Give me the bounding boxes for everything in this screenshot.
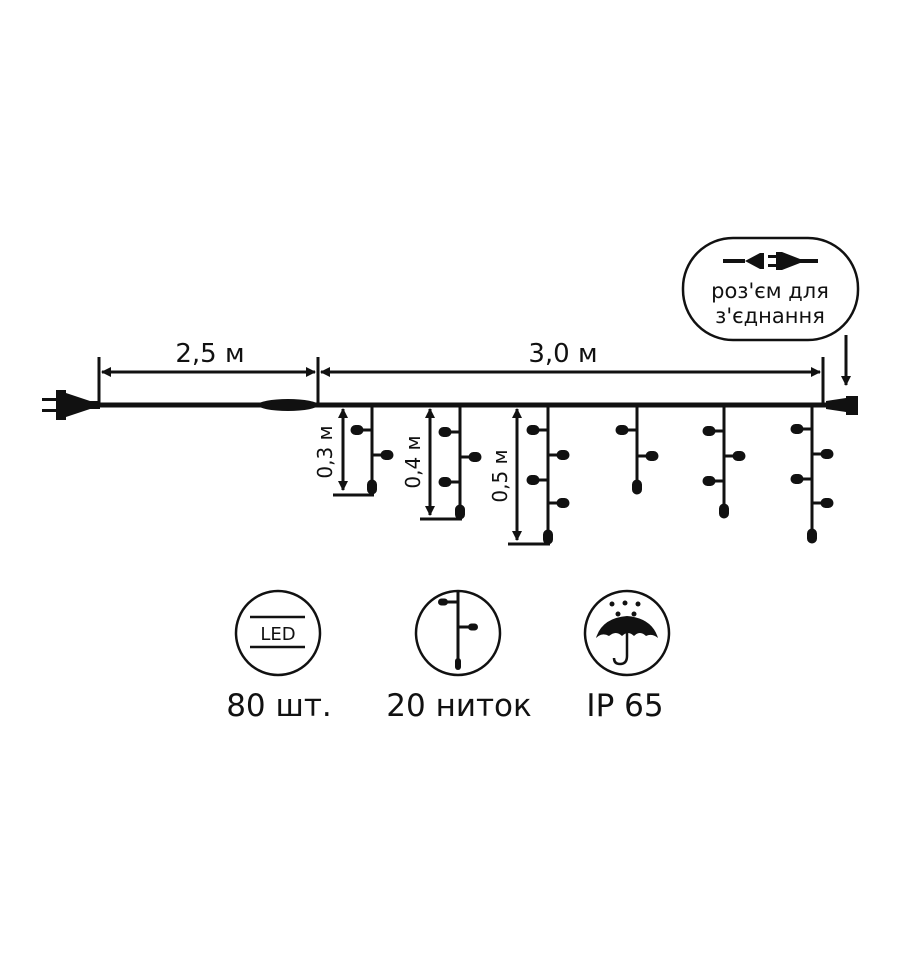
led-icon (234, 589, 322, 677)
lead-cable-length: 2,5 м (175, 339, 244, 369)
dimension-curtain-width: 3,0 м (320, 339, 825, 405)
drop-long-length: 0,5 м (488, 449, 512, 502)
dimension-lead-cable: 2,5 м (97, 339, 320, 405)
cable-junction (258, 399, 318, 411)
drop-short-1 (350, 405, 394, 495)
umbrella-rain-icon (583, 589, 671, 677)
drop-medium-1 (438, 405, 482, 520)
ip-rating-label: IP 65 (586, 688, 663, 724)
drop-short-2 (615, 405, 659, 495)
power-plug-icon (42, 390, 100, 420)
strand-count-label: 20 ниток (386, 688, 531, 724)
drop-medium-2 (702, 405, 746, 519)
dimension-drop-medium: 0,4 м (401, 408, 462, 521)
drop-medium-length: 0,4 м (401, 435, 425, 488)
spec-strand-count: 20 ниток (386, 589, 532, 724)
light-drops (350, 405, 834, 545)
led-icon-text: LED (260, 624, 295, 645)
curtain-width-length: 3,0 м (528, 339, 597, 369)
drop-short-length: 0,3 м (313, 425, 337, 478)
led-count-label: 80 шт. (226, 688, 332, 724)
connector-plug-icon (723, 252, 818, 270)
connector-callout: роз'єм для з'єднання (681, 236, 860, 386)
end-connector-icon (826, 396, 858, 415)
dimension-drop-long: 0,5 м (488, 408, 550, 546)
connector-note-line2: з'єднання (715, 304, 825, 328)
strand-icon (414, 589, 502, 677)
dimension-drop-short: 0,3 м (313, 408, 374, 497)
drop-long-2 (790, 405, 834, 544)
spec-ip-rating: IP 65 (583, 589, 671, 724)
connector-note-line1: роз'єм для (711, 279, 829, 303)
spec-led-count: LED 80 шт. (226, 589, 332, 724)
drop-long-1 (526, 405, 570, 545)
